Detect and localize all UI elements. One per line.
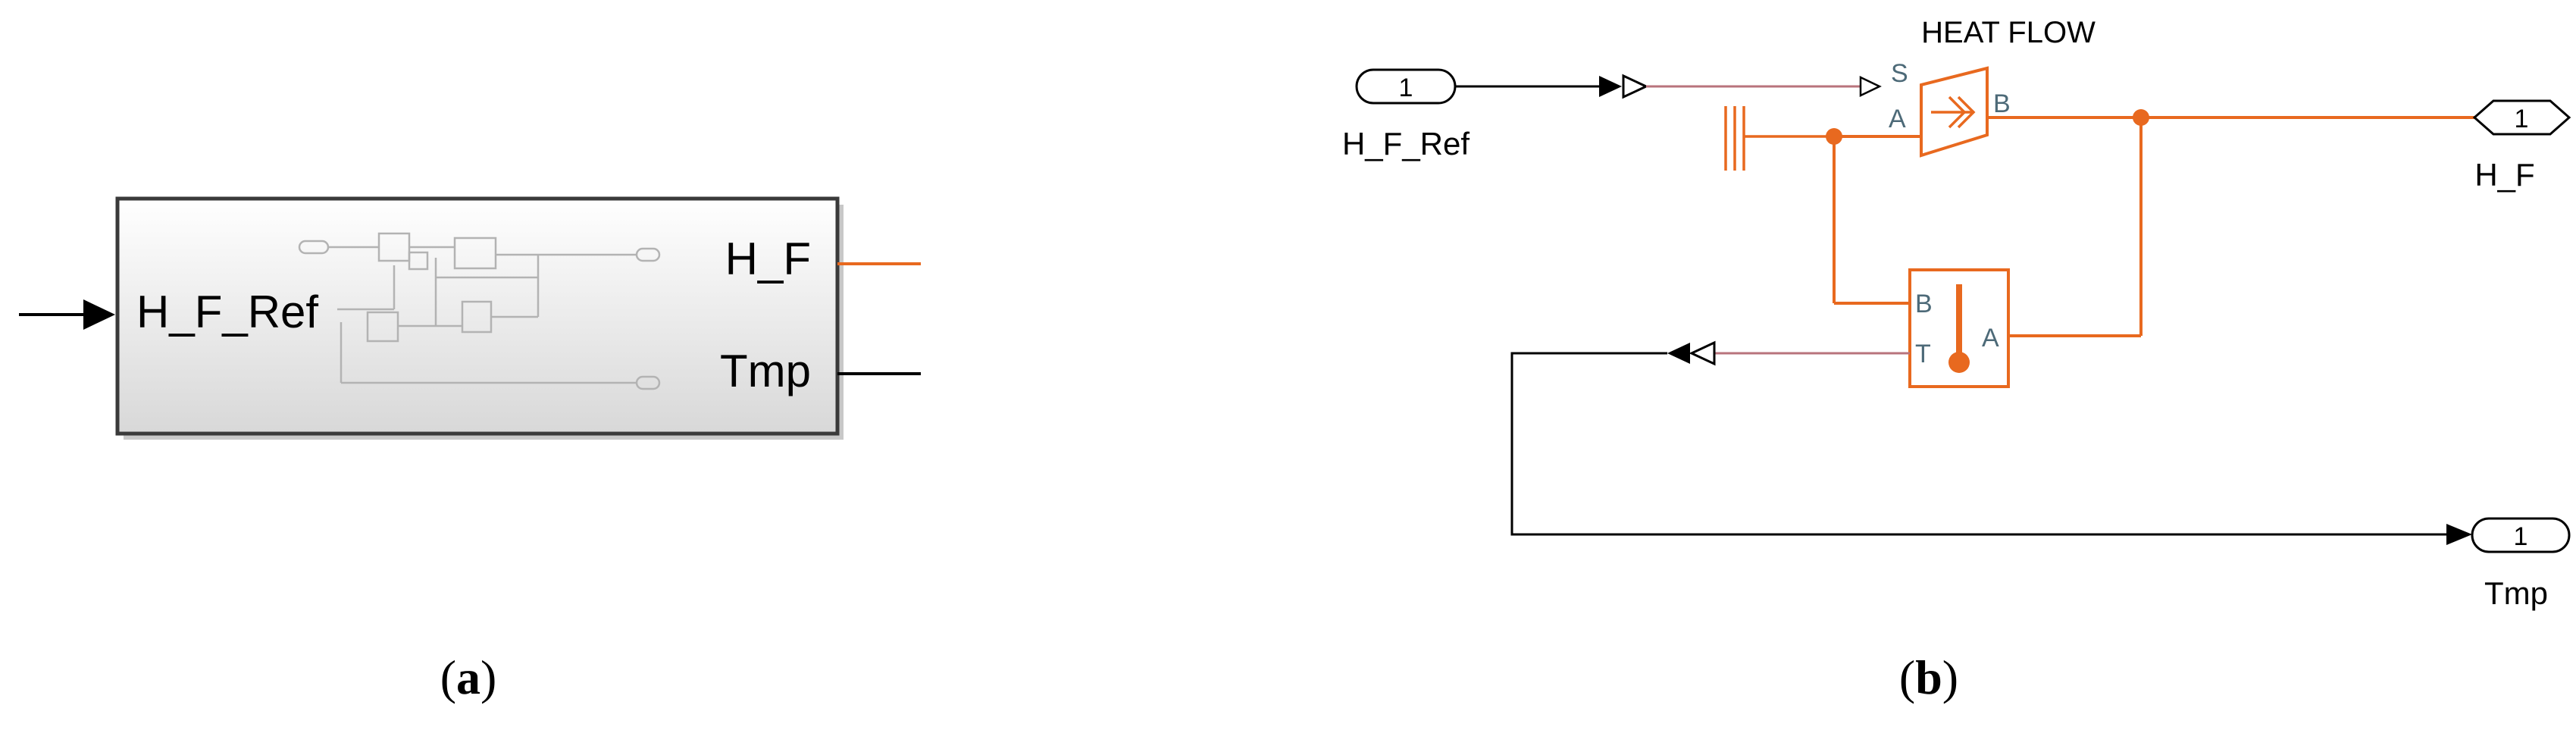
heat-flow-port-a: A xyxy=(1889,105,1906,133)
outport-number: 1 xyxy=(2514,522,2528,551)
outport-h-f-label: H_F xyxy=(2474,157,2534,193)
outport-number: 1 xyxy=(2515,105,2529,133)
thermal-reference-icon xyxy=(1724,106,1834,171)
inport-name-label: H_F_Ref xyxy=(1342,126,1470,161)
subsystem-output-port-label-hf: H_F xyxy=(725,233,811,284)
inport-number: 1 xyxy=(1399,74,1413,102)
subsystem-output-port-label-tmp: Tmp xyxy=(720,346,811,396)
sensor-port-t: T xyxy=(1915,340,1931,368)
panel-b-caption: (b) xyxy=(1899,650,1958,704)
arrow-head-icon xyxy=(1667,343,1690,364)
panel-a-caption: (a) xyxy=(440,650,497,704)
arrow-head-icon xyxy=(83,299,115,330)
subsystem-thumbnail xyxy=(298,232,661,390)
arrow-head-icon xyxy=(1599,76,1622,97)
outport-tmp[interactable]: 1 xyxy=(2471,517,2571,553)
thermal-connection-lines[interactable] xyxy=(1833,116,2474,337)
subsystem-block[interactable]: H_F_Ref H_F Tmp xyxy=(115,196,844,440)
heat-flow-title: HEAT FLOW xyxy=(1921,16,2096,49)
temperature-sensor-block[interactable]: B T A xyxy=(1908,268,2010,388)
panel-a: H_F_Ref H_F Tmp (a) xyxy=(19,196,921,704)
outport-tmp-label: Tmp xyxy=(2484,575,2548,611)
heat-flow-port-b: B xyxy=(1993,89,2011,118)
inport-h-f-ref[interactable]: 1 xyxy=(1355,68,1457,105)
panel-b: 1 H_F_Ref HEAT FLOW S A B xyxy=(1342,16,2571,704)
outport-h-f[interactable]: 1 xyxy=(2472,99,2571,136)
heat-flow-source-block[interactable]: S A B xyxy=(1889,59,2011,158)
sensor-port-a: A xyxy=(1982,324,1999,352)
junction-dot xyxy=(2133,109,2149,126)
heat-flow-port-s: S xyxy=(1891,59,1908,88)
heat-flow-source-icon xyxy=(1931,96,1976,129)
ps-converter-icon xyxy=(1689,340,1716,366)
thermometer-icon xyxy=(1948,284,1970,373)
arrow-head-icon xyxy=(1859,76,1882,97)
arrow-head-icon xyxy=(2446,524,2472,545)
signal-line-tmp[interactable] xyxy=(1510,352,2455,536)
sensor-port-b: B xyxy=(1915,290,1933,318)
junction-dot xyxy=(1826,128,1842,145)
ps-converter-icon xyxy=(1622,74,1649,99)
subsystem-input-port-label: H_F_Ref xyxy=(136,287,318,337)
